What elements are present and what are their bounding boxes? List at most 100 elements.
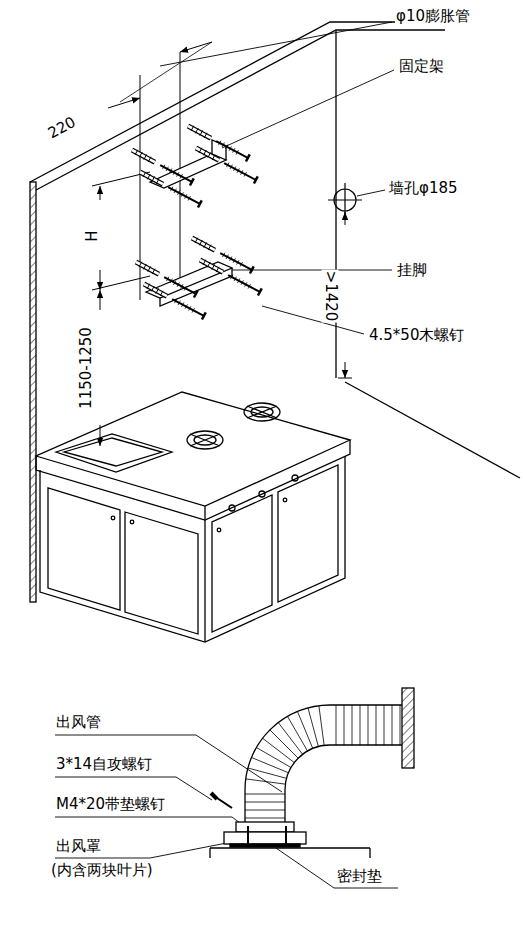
kitchen-cabinet xyxy=(40,456,345,642)
screws xyxy=(192,238,215,250)
screws xyxy=(173,170,175,174)
air-outlet-detail xyxy=(210,848,370,858)
dimension-lines xyxy=(338,378,352,379)
part-label: 固定架 xyxy=(398,58,445,75)
screws xyxy=(244,172,246,176)
kitchen-cabinet xyxy=(187,431,223,449)
screws xyxy=(144,154,147,159)
part-label: 出风管 xyxy=(55,714,102,731)
air-outlet-detail xyxy=(245,818,285,819)
part-label: 墙孔φ185 xyxy=(388,180,459,197)
screws xyxy=(147,284,150,289)
screws xyxy=(170,279,172,283)
screws xyxy=(191,126,194,131)
air-outlet-detail xyxy=(285,745,402,822)
screws xyxy=(208,152,211,157)
room-walls xyxy=(30,22,520,602)
screws xyxy=(258,288,262,295)
kitchen-cabinet xyxy=(36,392,350,642)
screws xyxy=(230,256,232,260)
leader-lines xyxy=(232,270,392,271)
screws xyxy=(226,255,228,259)
wall-hole xyxy=(328,183,362,218)
dimension-lines xyxy=(100,425,101,446)
screws xyxy=(237,168,239,172)
screws xyxy=(241,280,243,284)
dimension-lines xyxy=(92,276,150,290)
screws xyxy=(198,200,202,207)
air-outlet-detail xyxy=(400,705,401,745)
part-label: 出风罩 xyxy=(55,838,102,855)
kitchen-cabinet xyxy=(204,506,205,520)
dimension-label: >1420 xyxy=(322,270,339,323)
screws xyxy=(203,260,206,265)
screws xyxy=(188,126,211,138)
kitchen-cabinet xyxy=(111,516,115,520)
screws xyxy=(152,176,155,181)
screws xyxy=(194,290,198,297)
screws xyxy=(220,253,252,270)
leader-lines xyxy=(160,22,392,66)
kitchen-cabinet xyxy=(48,488,120,610)
kitchen-cabinet xyxy=(292,475,298,481)
screws xyxy=(185,194,187,198)
screws xyxy=(212,264,215,269)
kitchen-cabinet xyxy=(64,438,162,466)
air-outlet-detail xyxy=(245,802,285,803)
screws xyxy=(204,133,207,138)
screws xyxy=(132,126,262,320)
screws xyxy=(140,172,163,184)
dimension-label: 220 xyxy=(44,113,79,142)
dimension-lines xyxy=(100,186,101,200)
screws xyxy=(139,152,142,157)
air-outlet-detail xyxy=(319,706,324,746)
screws xyxy=(143,172,146,177)
air-outlet-detail xyxy=(308,708,318,747)
screws xyxy=(171,187,173,191)
air-outlet-detail xyxy=(336,705,337,745)
air-outlet-detail xyxy=(402,688,414,768)
air-outlet-detail xyxy=(344,705,345,745)
screws xyxy=(192,308,194,312)
screws xyxy=(177,172,179,176)
screws xyxy=(178,190,180,194)
air-outlet-detail xyxy=(360,705,361,745)
screws xyxy=(170,168,172,172)
pipe-label: φ10膨胀管 xyxy=(395,8,471,25)
leader-lines xyxy=(276,848,398,888)
screws xyxy=(136,262,159,274)
screws xyxy=(144,284,167,296)
air-outlet-detail xyxy=(278,723,302,755)
screws xyxy=(195,238,198,243)
screws xyxy=(151,286,154,291)
screws xyxy=(135,150,138,155)
dimension-label: H xyxy=(84,229,101,242)
screws xyxy=(200,130,203,135)
screws xyxy=(181,192,183,196)
room-walls xyxy=(30,22,445,182)
screws xyxy=(216,267,219,272)
screws xyxy=(208,245,211,250)
screws xyxy=(196,148,219,160)
leader-lines xyxy=(222,70,394,148)
screws xyxy=(199,240,202,245)
screws xyxy=(222,143,224,147)
screws xyxy=(241,170,243,174)
screws xyxy=(152,269,155,274)
air-outlet-detail xyxy=(245,705,400,818)
dimension-lines xyxy=(120,42,212,102)
screws xyxy=(178,301,180,305)
leader-lines xyxy=(55,817,244,826)
screws xyxy=(139,262,142,267)
screws xyxy=(204,242,207,247)
screws xyxy=(200,260,223,272)
screws xyxy=(132,150,155,162)
kitchen-cabinet xyxy=(212,495,272,632)
note-label: (内含两块叶片) xyxy=(50,862,154,879)
dimension-lines xyxy=(180,52,181,278)
screws xyxy=(219,141,221,145)
screws xyxy=(234,277,236,281)
screws xyxy=(148,157,151,162)
leader-lines xyxy=(55,735,282,792)
kitchen-cabinet xyxy=(56,434,172,472)
